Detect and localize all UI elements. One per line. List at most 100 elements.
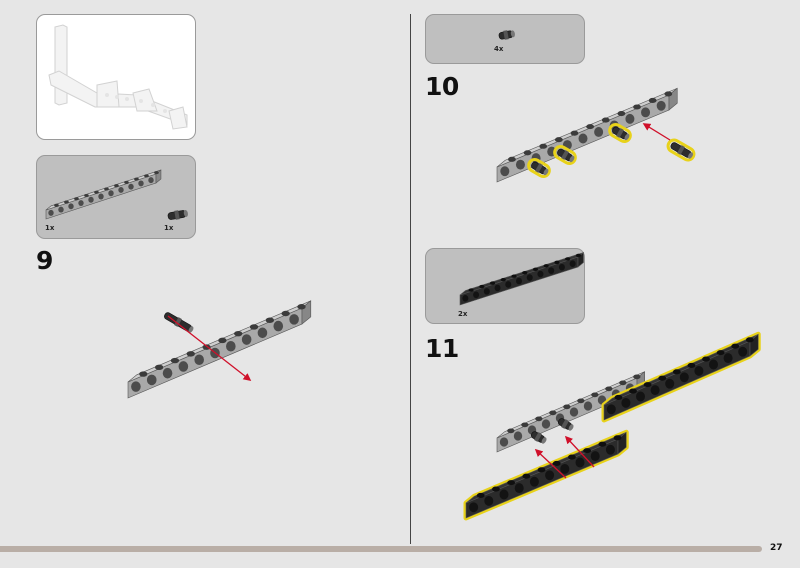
beam-hole bbox=[128, 183, 134, 190]
step-11-pin-b bbox=[557, 418, 574, 431]
step-9-part-2-qty-label: 1x bbox=[164, 224, 174, 232]
beam-top-hole bbox=[575, 253, 581, 258]
beam-top-hole bbox=[468, 288, 474, 292]
beam-top-hole bbox=[234, 330, 243, 337]
beam-hole bbox=[606, 404, 616, 415]
beam-hole bbox=[679, 372, 689, 383]
beam-hole bbox=[650, 385, 660, 396]
step-9-number: 9 bbox=[36, 246, 53, 275]
beam-top-hole bbox=[672, 369, 681, 375]
step-9-main-beam bbox=[127, 300, 312, 399]
beam-top-hole bbox=[591, 392, 599, 398]
step-9-part-pin bbox=[167, 209, 188, 220]
beam-top-hole bbox=[522, 473, 531, 479]
beam-hole bbox=[88, 196, 94, 203]
beam-top-hole bbox=[702, 356, 710, 362]
beam-hole bbox=[583, 401, 593, 411]
beam-top-hole bbox=[617, 110, 626, 117]
beam-top-hole bbox=[643, 382, 652, 388]
beam-hole bbox=[257, 327, 268, 339]
beam-top-hole bbox=[476, 492, 485, 498]
beam-top-hole bbox=[716, 350, 725, 356]
beam-hole bbox=[694, 365, 704, 376]
step-11-number: 11 bbox=[425, 334, 459, 363]
beam-hole bbox=[526, 274, 533, 281]
beam-top-hole bbox=[521, 422, 529, 428]
beam-top-hole bbox=[648, 97, 657, 103]
beam-top-hole bbox=[218, 337, 227, 344]
beam-hole bbox=[462, 294, 469, 302]
previous-model-preview bbox=[36, 14, 196, 140]
beam-top-hole bbox=[554, 137, 563, 143]
beam-hole bbox=[148, 177, 154, 184]
beam-top-hole bbox=[522, 271, 528, 275]
beam-hole bbox=[537, 270, 544, 278]
beam-hole bbox=[499, 437, 509, 447]
step-11-pin-a bbox=[530, 431, 547, 444]
beam-hole bbox=[621, 397, 631, 408]
beam-top-hole bbox=[139, 371, 148, 377]
step-10-number: 10 bbox=[425, 72, 459, 101]
beam-hole bbox=[138, 180, 144, 187]
beam-top-hole bbox=[154, 364, 164, 371]
beam-hole bbox=[289, 314, 299, 325]
beam-top-hole bbox=[565, 257, 571, 261]
beam-hole bbox=[545, 470, 555, 481]
beam-top-hole bbox=[601, 117, 610, 123]
beam-top-hole bbox=[586, 124, 595, 130]
beam-top-hole bbox=[619, 380, 627, 386]
beam-top-hole bbox=[745, 337, 754, 343]
beam-hole bbox=[560, 463, 570, 474]
beam-top-hole bbox=[507, 428, 515, 434]
step-9-part-beam bbox=[45, 169, 162, 220]
beam-hole bbox=[656, 100, 666, 111]
beam-top-hole bbox=[570, 130, 579, 136]
beam-hole bbox=[484, 495, 494, 506]
beam-hole bbox=[516, 277, 522, 285]
column-divider bbox=[410, 14, 411, 544]
beam-top-hole bbox=[543, 264, 549, 268]
beam-top-hole bbox=[598, 441, 607, 447]
beam-top-hole bbox=[577, 398, 585, 404]
beam-hole bbox=[529, 476, 539, 487]
beam-hole bbox=[569, 260, 576, 268]
beam-top-hole bbox=[554, 260, 560, 265]
beam-hole bbox=[58, 206, 64, 213]
beam-top-hole bbox=[511, 274, 517, 278]
step-9-main-pin bbox=[164, 312, 194, 333]
beam-hole bbox=[594, 127, 604, 137]
beam-top-hole bbox=[297, 304, 306, 310]
step-10-part-1-qty: 4x bbox=[494, 45, 504, 53]
beam-top-hole bbox=[658, 375, 667, 381]
step-10-main-beam bbox=[496, 87, 678, 183]
beam-hole bbox=[499, 489, 509, 500]
beam-top-hole bbox=[568, 454, 576, 460]
beam-hole bbox=[494, 284, 501, 292]
step-11-part-1-qty: 2x bbox=[458, 310, 468, 318]
previous-model-image bbox=[48, 24, 188, 130]
beam-hole bbox=[500, 166, 510, 177]
beam-hole bbox=[178, 361, 189, 372]
step-10-pin-d bbox=[666, 138, 696, 162]
step-10-pin-a bbox=[527, 158, 551, 178]
beam-top-hole bbox=[507, 480, 516, 486]
beam-top-hole bbox=[537, 467, 546, 473]
beam-top-hole bbox=[54, 203, 59, 207]
step-11-arrow-a bbox=[534, 448, 567, 479]
beam-hole bbox=[48, 209, 54, 216]
step-9-insert-arrow bbox=[167, 315, 252, 381]
beam-hole bbox=[641, 107, 651, 118]
beam-hole bbox=[513, 431, 523, 441]
beam-top-hole bbox=[563, 404, 571, 410]
beam-top-hole bbox=[94, 190, 99, 194]
step-11-black-beam-upper bbox=[601, 331, 761, 423]
beam-top-hole bbox=[549, 410, 557, 416]
step-11-black-beam-lower bbox=[463, 429, 629, 521]
step-10-insert-arrow bbox=[642, 123, 671, 141]
beam-hole bbox=[625, 113, 635, 124]
beam-hole bbox=[723, 353, 733, 364]
beam-hole bbox=[469, 502, 479, 513]
beam-hole bbox=[665, 378, 675, 389]
beam-top-hole bbox=[633, 374, 641, 380]
beam-hole bbox=[514, 483, 524, 494]
